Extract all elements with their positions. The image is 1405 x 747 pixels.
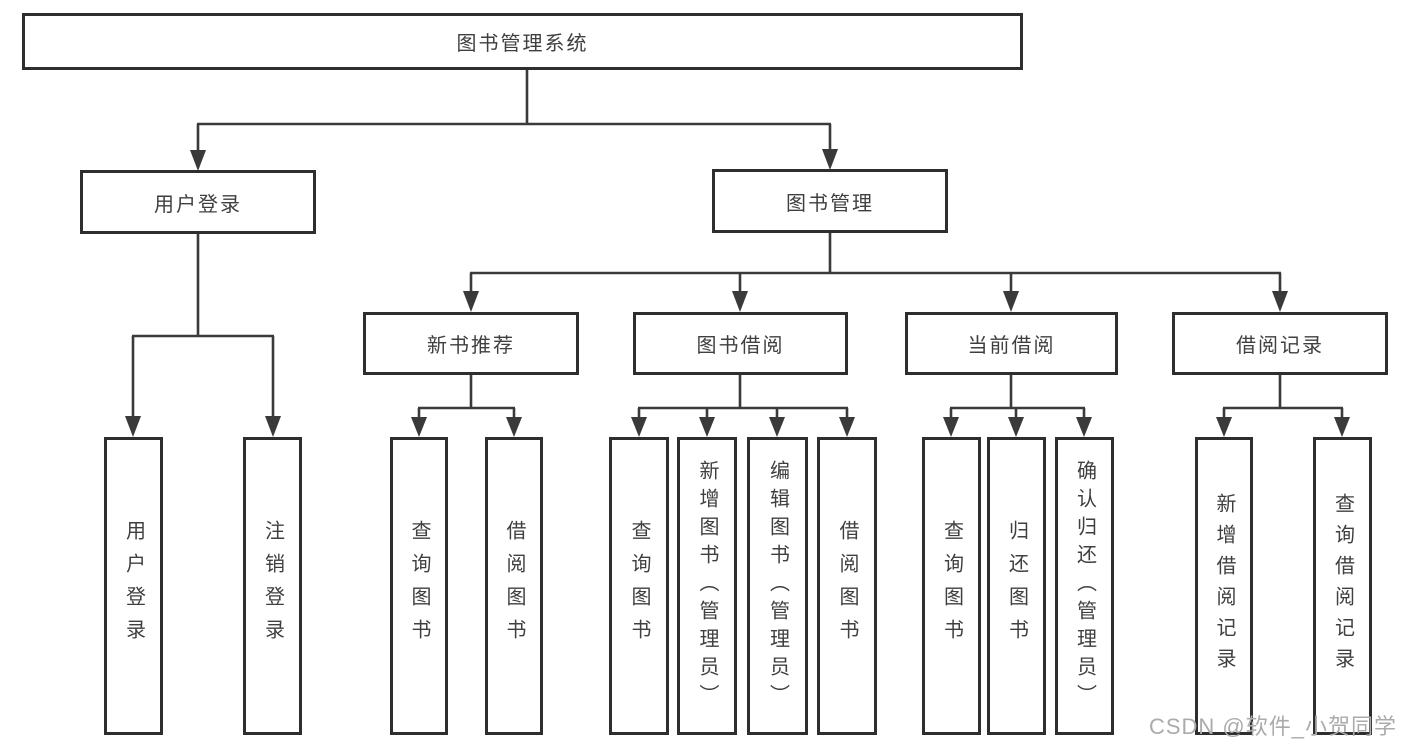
node-book-borrow: 图书借阅 <box>633 312 848 375</box>
arrowhead <box>411 417 427 437</box>
node-user-login-action: 用户登录 <box>104 437 163 735</box>
connector-root-to-level2 <box>190 70 838 171</box>
arrowhead <box>1003 291 1019 312</box>
node-book-mgmt-label: 图书管理 <box>786 192 874 215</box>
arrowhead <box>463 291 479 312</box>
arrowhead <box>125 416 141 437</box>
node-borrow-borrow: 借阅图书 <box>817 437 877 735</box>
arrowhead <box>699 417 715 437</box>
node-root: 图书管理系统 <box>22 13 1023 70</box>
node-root-label: 图书管理系统 <box>456 33 589 55</box>
node-borrow-records-label: 借阅记录 <box>1236 335 1324 357</box>
node-new-books: 新书推荐 <box>363 312 579 375</box>
node-records-query: 查询借阅记录 <box>1313 437 1372 735</box>
arrowhead <box>943 417 959 437</box>
arrowhead <box>265 416 281 437</box>
arrowhead <box>506 417 522 437</box>
node-current-borrow: 当前借阅 <box>905 312 1118 375</box>
node-new-books-query: 查询图书 <box>390 437 448 735</box>
arrowhead <box>631 417 647 437</box>
node-new-books-label: 新书推荐 <box>427 335 515 357</box>
node-current-query: 查询图书 <box>922 437 981 735</box>
connector-book-borrow-to-leaves <box>631 375 855 437</box>
arrowhead <box>822 149 838 170</box>
node-borrow-add: 新增图书（管理员） <box>677 437 737 735</box>
node-borrow-edit: 编辑图书（管理员） <box>747 437 808 735</box>
arrowhead <box>732 291 748 312</box>
connector-book-mgmt-to-level3 <box>463 233 1288 312</box>
arrowhead <box>839 417 855 437</box>
arrowhead <box>1076 417 1092 437</box>
connector-current-borrow-to-leaves <box>943 375 1092 437</box>
connector-new-books-to-leaves <box>411 375 522 437</box>
node-current-borrow-label: 当前借阅 <box>967 335 1056 357</box>
node-user-login: 用户登录 <box>80 170 316 234</box>
arrowhead <box>1216 417 1232 437</box>
arrowhead <box>1008 417 1024 437</box>
csdn-watermark: CSDN @软件_小贺同学 <box>1148 714 1397 739</box>
node-new-books-borrow: 借阅图书 <box>485 437 543 735</box>
connector-user-login-to-leaves <box>125 234 281 437</box>
node-book-mgmt: 图书管理 <box>712 169 948 233</box>
arrowhead <box>1272 291 1288 312</box>
arrowhead <box>1334 417 1350 437</box>
arrowhead <box>769 417 785 437</box>
node-current-confirm: 确认归还（管理员） <box>1055 437 1114 735</box>
node-logout: 注销登录 <box>243 437 302 735</box>
connector-borrow-records-to-leaves <box>1216 375 1350 437</box>
node-borrow-records: 借阅记录 <box>1172 312 1388 375</box>
node-current-return: 归还图书 <box>987 437 1046 735</box>
node-borrow-query: 查询图书 <box>609 437 669 735</box>
node-records-add: 新增借阅记录 <box>1195 437 1253 735</box>
arrowhead <box>190 150 206 171</box>
node-user-login-label: 用户登录 <box>154 193 242 216</box>
node-book-borrow-label: 图书借阅 <box>696 335 785 357</box>
